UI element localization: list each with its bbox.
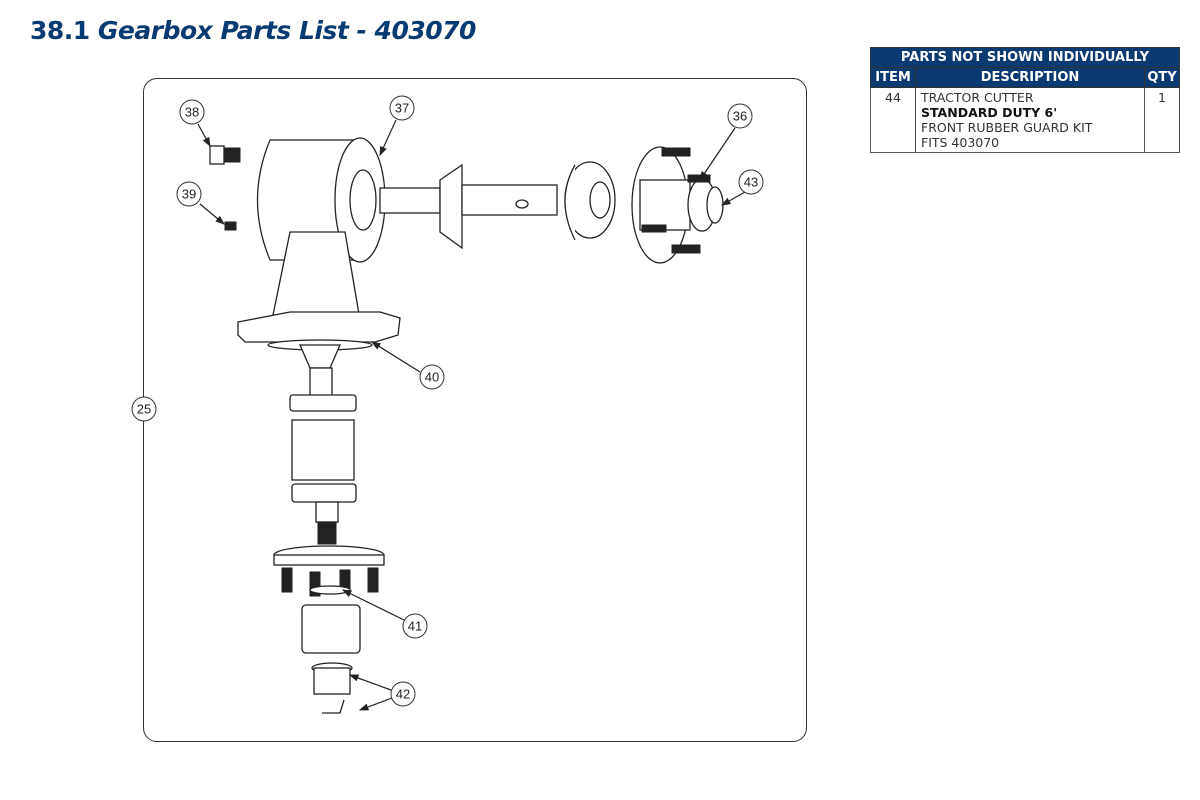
svg-text:25: 25 bbox=[137, 402, 151, 417]
vertical-shaft-assembly bbox=[273, 344, 385, 714]
section-number: 38.1 bbox=[30, 16, 90, 45]
output-hub bbox=[631, 146, 724, 264]
callout-37: 37 bbox=[389, 95, 415, 121]
parts-not-shown-table: PARTS NOT SHOWN INDIVIDUALLY ITEM DESCRI… bbox=[870, 47, 1180, 153]
page-title: 38.1 Gearbox Parts List - 403070 bbox=[30, 16, 476, 45]
table-row: 44 TRACTOR CUTTER STANDARD DUTY 6' FRONT… bbox=[870, 87, 1180, 153]
input-shaft bbox=[379, 161, 616, 250]
description-cell: TRACTOR CUTTER STANDARD DUTY 6' FRONT RU… bbox=[915, 87, 1145, 153]
svg-text:38: 38 bbox=[185, 105, 199, 120]
desc-line: FRONT RUBBER GUARD KIT bbox=[921, 120, 1093, 135]
item-cell: 44 bbox=[870, 87, 916, 153]
callout-40: 40 bbox=[419, 364, 445, 390]
desc-line: TRACTOR CUTTER bbox=[921, 90, 1034, 105]
callout-41: 41 bbox=[402, 613, 428, 639]
callout-42: 42 bbox=[390, 681, 416, 707]
col-qty: QTY bbox=[1144, 67, 1180, 88]
svg-text:39: 39 bbox=[182, 187, 196, 202]
col-description: DESCRIPTION bbox=[915, 67, 1145, 88]
callout-36: 36 bbox=[727, 103, 753, 129]
svg-text:41: 41 bbox=[408, 619, 422, 634]
callout-25: 25 bbox=[131, 396, 157, 422]
desc-bold-line: STANDARD DUTY 6' bbox=[921, 105, 1058, 120]
table-title: PARTS NOT SHOWN INDIVIDUALLY bbox=[870, 47, 1180, 68]
svg-text:37: 37 bbox=[395, 101, 409, 116]
svg-text:43: 43 bbox=[744, 175, 758, 190]
plugs bbox=[209, 145, 241, 231]
callout-38: 38 bbox=[179, 99, 205, 125]
svg-text:42: 42 bbox=[396, 687, 410, 702]
qty-cell: 1 bbox=[1144, 87, 1180, 153]
callout-39: 39 bbox=[176, 181, 202, 207]
gearbox-housing bbox=[237, 137, 401, 351]
svg-text:36: 36 bbox=[733, 109, 747, 124]
section-title: Gearbox Parts List - 403070 bbox=[97, 16, 477, 45]
callout-43: 43 bbox=[738, 169, 764, 195]
svg-text:40: 40 bbox=[425, 370, 439, 385]
col-item: ITEM bbox=[870, 67, 916, 88]
desc-line: FITS 403070 bbox=[921, 135, 1000, 150]
